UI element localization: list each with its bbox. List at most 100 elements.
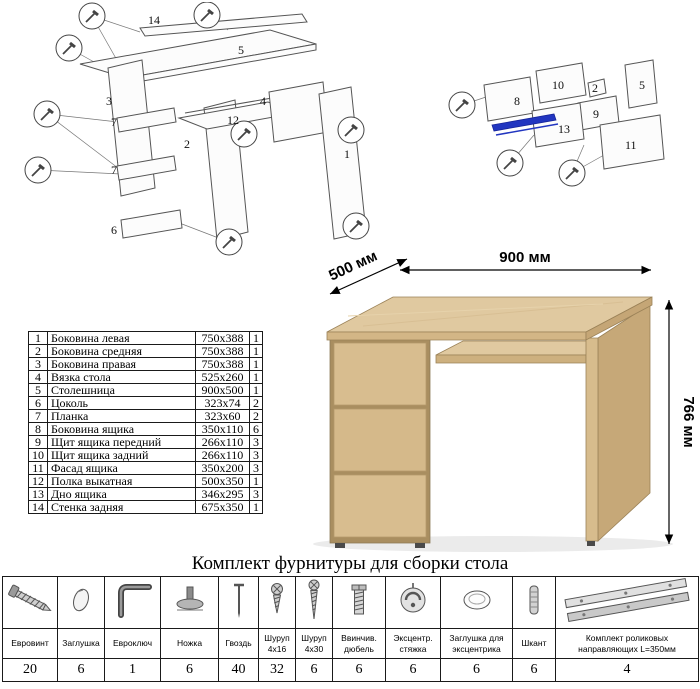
part-num: 2	[28, 344, 48, 358]
nail-icon	[233, 583, 244, 618]
panel-4-brace	[268, 81, 329, 143]
part-label-5: 5	[639, 78, 645, 92]
part-size: 675x350	[195, 500, 250, 514]
hw-icon-cell	[160, 576, 219, 629]
part-qty: 2	[249, 396, 263, 410]
part-size: 350x200	[195, 461, 250, 475]
drawer-slide-rail-highlight	[491, 113, 557, 132]
hw-icon-cell	[385, 576, 441, 629]
cam-cover-icon	[463, 590, 490, 610]
part-label-7a: 7	[111, 115, 117, 129]
drawer-front-bottom	[333, 474, 427, 538]
hw-qty: 6	[332, 658, 386, 682]
hw-label: Шуруп 4x30	[295, 628, 333, 659]
hw-label: Шуруп 4x16	[258, 628, 296, 659]
part-num: 10	[28, 448, 48, 462]
hw-label: Шкант	[512, 628, 556, 659]
part-label-8: 8	[514, 94, 520, 108]
panel-7-slat-lower	[116, 155, 177, 181]
part-num: 7	[28, 409, 48, 423]
part-qty: 3	[249, 448, 263, 462]
hw-label: Эксцентр. стяжка	[385, 628, 441, 659]
hw-icon-cell	[332, 576, 386, 629]
part-label-10: 10	[552, 78, 564, 92]
panel-5-side-ref	[624, 59, 658, 109]
hw-label: Гвоздь	[218, 628, 259, 659]
part-qty: 1	[249, 331, 263, 345]
part-qty: 3	[249, 487, 263, 501]
hw-icon-cell	[218, 576, 259, 629]
hw-label: Комплект роликовых направляющих L=350мм	[555, 628, 699, 659]
depth-dimension-label: 500 мм	[326, 247, 380, 284]
hw-label: Ножка	[160, 628, 219, 659]
part-qty: 3	[249, 435, 263, 449]
hw-label: Заглушка	[57, 628, 105, 659]
drawer-panels-group	[483, 59, 665, 170]
part-label-7b: 7	[111, 163, 117, 177]
part-num: 3	[28, 357, 48, 371]
part-size: 525x260	[195, 370, 250, 384]
part-qty: 1	[249, 383, 263, 397]
part-qty: 1	[249, 370, 263, 384]
part-size: 323x74	[195, 396, 250, 410]
part-label-1: 1	[344, 147, 350, 161]
hw-icon-cell	[57, 576, 105, 629]
drawer-front-top	[333, 342, 427, 406]
panel-14-back-wall	[139, 13, 308, 37]
part-label-9: 9	[593, 107, 599, 121]
part-name: Щит ящика задний	[47, 448, 196, 462]
part-size: 266x110	[195, 448, 250, 462]
hw-qty: 6	[160, 658, 219, 682]
panel-10-drawer-back	[535, 62, 587, 104]
part-qty: 6	[249, 422, 263, 436]
part-num: 9	[28, 435, 48, 449]
part-name: Цоколь	[47, 396, 196, 410]
hw-icon-cell	[440, 576, 513, 629]
panel-13-drawer-bottom	[531, 102, 585, 148]
cam-lock-icon	[400, 583, 426, 613]
tabletop	[326, 296, 653, 341]
hw-qty: 32	[258, 658, 296, 682]
part-name: Дно ящика	[47, 487, 196, 501]
height-dimension-label: 766 мм	[680, 396, 697, 447]
hardware-icons-row	[2, 576, 699, 629]
part-label-4: 4	[260, 94, 266, 108]
hw-label: Евроключ	[104, 628, 161, 659]
hw-qty: 40	[218, 658, 259, 682]
part-num: 11	[28, 461, 48, 475]
wood-dowel-icon	[529, 585, 539, 615]
drawer-pedestal	[329, 337, 431, 544]
part-label-11: 11	[625, 138, 637, 152]
screw-short-icon	[271, 583, 283, 614]
part-name: Стенка задняя	[47, 500, 196, 514]
part-label-13: 13	[558, 122, 570, 136]
hw-qty: 6	[440, 658, 513, 682]
part-label-2: 2	[592, 81, 598, 95]
hw-qty: 6	[512, 658, 556, 682]
part-num: 8	[28, 422, 48, 436]
part-size: 750x388	[195, 357, 250, 371]
part-num: 12	[28, 474, 48, 488]
screw-long-icon	[308, 579, 320, 620]
bracket-2-middle-side	[587, 78, 607, 98]
part-name: Боковина средняя	[47, 344, 196, 358]
part-num: 1	[28, 331, 48, 345]
part-name: Планка	[47, 409, 196, 423]
hw-qty: 4	[555, 658, 699, 682]
part-label-2: 2	[184, 137, 190, 151]
part-size: 266x110	[195, 435, 250, 449]
width-dimension-label: 900 мм	[499, 249, 550, 266]
part-label-6: 6	[111, 223, 117, 237]
part-qty: 3	[249, 461, 263, 475]
hardware-qty-row: 20 6 1 6 40 32 6 6 6 6 6 4	[2, 658, 699, 682]
hw-label: Евровинт	[2, 628, 58, 659]
